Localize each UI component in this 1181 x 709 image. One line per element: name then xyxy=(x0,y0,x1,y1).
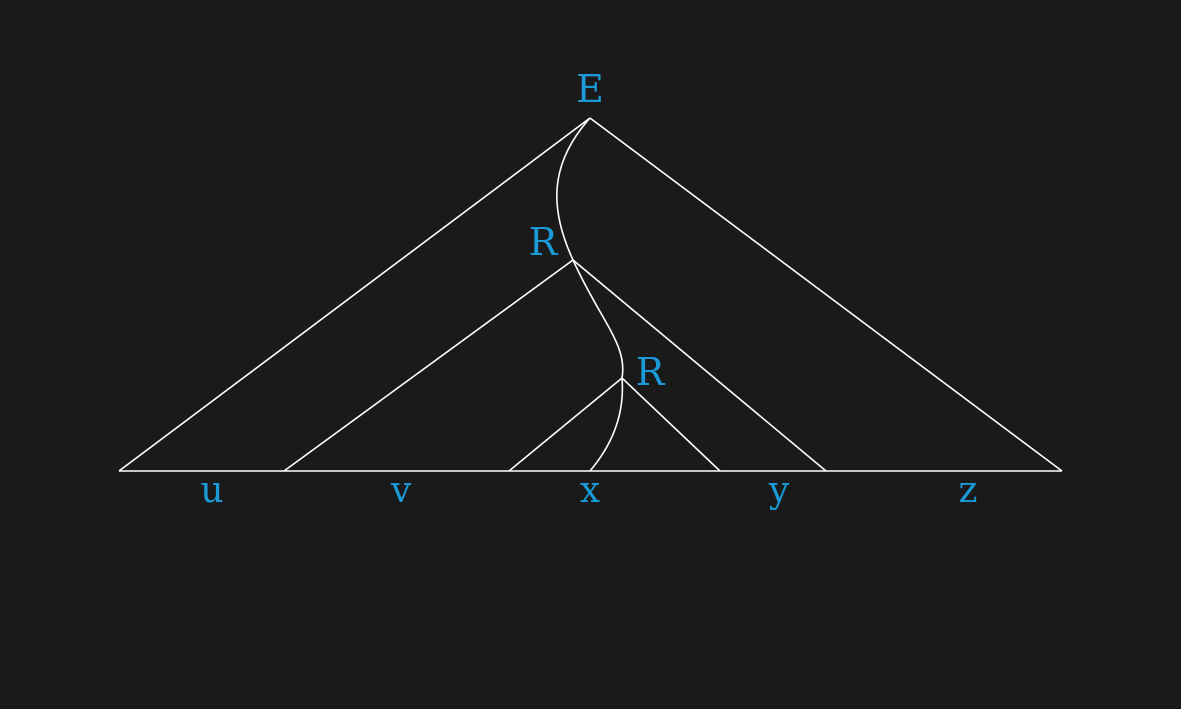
middle-right-edge xyxy=(572,259,827,472)
inner-right-edge xyxy=(621,377,721,472)
segment-label-y: y xyxy=(768,470,790,511)
middle-node-label: R xyxy=(529,220,559,264)
inner-left-edge xyxy=(508,377,623,472)
root-node-label: E xyxy=(576,67,604,111)
outer-right-edge xyxy=(589,117,1063,472)
segment-label-z: z xyxy=(959,470,978,511)
middle-left-edge xyxy=(283,259,574,472)
segment-label-u: u xyxy=(200,470,223,511)
derivation-curve xyxy=(556,117,624,472)
inner-node-label: R xyxy=(636,350,666,394)
segment-label-x: x xyxy=(580,470,600,511)
outer-left-edge xyxy=(118,117,591,472)
segment-label-v: v xyxy=(390,470,412,511)
